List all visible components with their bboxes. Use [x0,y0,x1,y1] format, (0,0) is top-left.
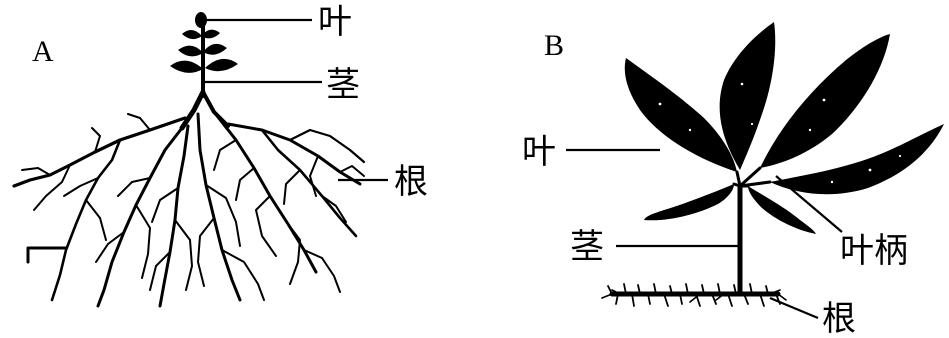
panel-a-root-label: 根 [394,162,428,202]
panel-b-petiole-leader [775,175,843,233]
panel-a-roots [12,89,366,308]
panel-b-root-leader [769,296,819,320]
panel-b-root-label: 根 [822,299,856,338]
panel-a-leaf-label: 叶 [318,2,352,42]
panel-b-stem [732,166,772,295]
panel-a-shoot [170,12,238,98]
panel-b-letter: B [544,29,564,62]
panel-b-roots [601,283,787,307]
panel-a-stem-label: 茎 [326,65,360,105]
panel-b-petiole-label: 叶柄 [840,231,908,271]
panel-a: A [12,2,428,308]
panel-b-stem-label: 茎 [570,227,604,267]
panel-a-letter: A [32,35,54,68]
panel-b-leaves [624,22,944,234]
panel-b: B [522,22,944,338]
panel-b-leaf-label: 叶 [522,132,556,172]
